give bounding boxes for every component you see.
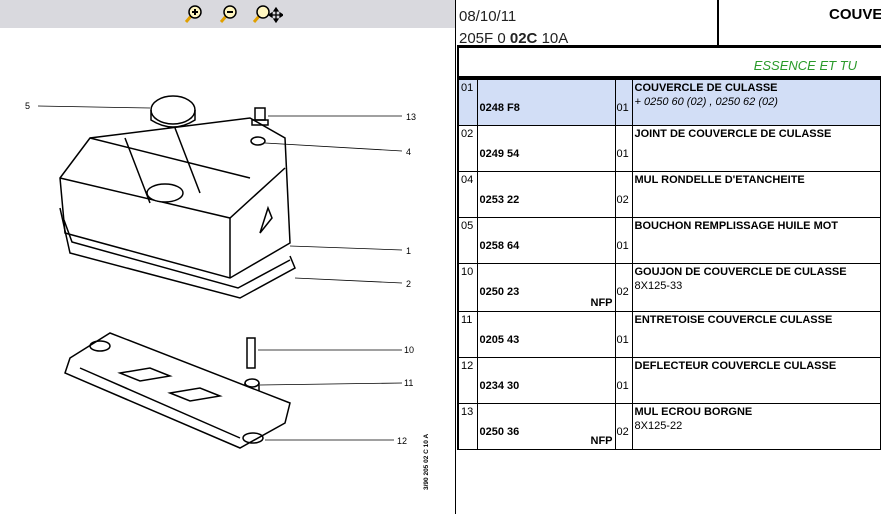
- quantity: 02: [614, 263, 633, 312]
- callout-1: 1: [406, 246, 411, 256]
- code-suffix: 10A: [537, 30, 569, 47]
- description-note: + 0250 60 (02) , 0250 62 (02): [634, 96, 778, 108]
- part-ref-text: 0258 64: [479, 240, 520, 252]
- description-title: MUL ECROU BORGNE: [634, 406, 753, 418]
- page-title: COUVE: [829, 6, 881, 23]
- description: MUL ECROU BORGNE 8X125-22: [631, 403, 881, 450]
- description-note: 8X125-22: [634, 420, 683, 432]
- part-reference[interactable]: 0258 64: [476, 217, 616, 264]
- diagram-stamp: 3/90 205 02 C 10 A: [423, 434, 430, 490]
- part-reference[interactable]: 0234 30: [476, 357, 616, 404]
- deflector: [64, 332, 291, 449]
- parts-table: 01 0248 F8 01 COUVERCLE DE CULASSE + 0250…: [457, 79, 881, 450]
- code-prefix: 205F 0: [459, 30, 510, 47]
- oil-filler-cap: [150, 95, 196, 125]
- diagram-panel: 5 13 4 1 2 10 11 12 3/90 205 02 C 10 A: [0, 0, 456, 514]
- zoom-in-icon: [184, 5, 202, 23]
- part-reference[interactable]: 0250 23 NFP: [476, 263, 616, 312]
- description-title: JOINT DE COUVERCLE DE CULASSE: [634, 128, 832, 140]
- callout-11: 11: [404, 378, 413, 388]
- description-title: DEFLECTEUR COUVERCLE CULASSE: [634, 360, 837, 372]
- nfp-flag: NFP: [590, 435, 613, 447]
- part-reference[interactable]: 0248 F8: [476, 79, 616, 126]
- quantity: 02: [614, 171, 633, 218]
- part-reference[interactable]: 0249 54: [476, 125, 616, 172]
- item-number: 13: [457, 403, 478, 450]
- description: GOUJON DE COUVERCLE DE CULASSE 8X125-33: [631, 263, 881, 312]
- quantity: 01: [614, 125, 633, 172]
- callout-10: 10: [404, 345, 414, 355]
- zoom-pan-icon: [252, 5, 283, 24]
- part-ref-text: 0234 30: [479, 380, 520, 392]
- engine-type: ESSENCE ET TU: [457, 48, 881, 79]
- quantity: 01: [614, 357, 633, 404]
- description: ENTRETOISE COUVERCLE CULASSE: [631, 311, 881, 358]
- description-title: ENTRETOISE COUVERCLE CULASSE: [634, 314, 833, 326]
- description: JOINT DE COUVERCLE DE CULASSE: [631, 125, 881, 172]
- description-title: BOUCHON REMPLISSAGE HUILE MOT: [634, 220, 839, 232]
- description-note: 8X125-33: [634, 280, 683, 292]
- quantity: 01: [614, 217, 633, 264]
- zoom-out-button[interactable]: [218, 4, 238, 24]
- parts-list-panel: 08/10/11 205F 0 02C 10A COUVE ESSENCE ET…: [457, 0, 881, 514]
- item-number: 01: [457, 79, 478, 126]
- description-title: COUVERCLE DE CULASSE: [634, 82, 778, 94]
- code-group: 02C: [509, 30, 538, 47]
- description: DEFLECTEUR COUVERCLE CULASSE: [631, 357, 881, 404]
- description-title: GOUJON DE COUVERCLE DE CULASSE: [634, 266, 847, 278]
- table-row[interactable]: 12 0234 30 01 DEFLECTEUR COUVERCLE CULAS…: [457, 357, 881, 404]
- callout-13: 13: [406, 112, 416, 122]
- part-ref-text: 0250 36: [479, 426, 520, 438]
- description: COUVERCLE DE CULASSE + 0250 60 (02) , 025…: [631, 79, 881, 126]
- part-ref-text: 0250 23: [479, 286, 520, 298]
- table-row[interactable]: 13 0250 36 NFP 02 MUL ECROU BORGNE 8X125-2…: [457, 403, 881, 450]
- callout-5: 5: [25, 101, 30, 111]
- callout-12: 12: [397, 436, 407, 446]
- description: MUL RONDELLE D'ETANCHEITE: [631, 171, 881, 218]
- item-number: 05: [457, 217, 478, 264]
- model-code: 205F 0 02C 10A: [459, 28, 715, 50]
- table-row[interactable]: 11 0205 43 01 ENTRETOISE COUVERCLE CULAS…: [457, 311, 881, 358]
- quantity: 01: [614, 311, 633, 358]
- table-row[interactable]: 05 0258 64 01 BOUCHON REMPLISSAGE HUILE …: [457, 217, 881, 264]
- item-number: 11: [457, 311, 478, 358]
- part-ref-text: 0253 22: [479, 194, 520, 206]
- item-number: 02: [457, 125, 478, 172]
- date: 08/10/11: [459, 8, 517, 25]
- callout-2: 2: [406, 279, 411, 289]
- item-number: 12: [457, 357, 478, 404]
- quantity: 01: [614, 79, 633, 126]
- nfp-flag: NFP: [590, 297, 613, 309]
- gasket: [59, 207, 296, 299]
- part-ref-text: 0249 54: [479, 148, 520, 160]
- part-ref-text: 0248 F8: [479, 102, 520, 114]
- table-row[interactable]: 02 0249 54 01 JOINT DE COUVERCLE DE CULA…: [457, 125, 881, 172]
- zoom-pan-button[interactable]: [251, 4, 283, 24]
- header: 08/10/11 205F 0 02C 10A COUVE: [457, 0, 881, 48]
- part-reference[interactable]: 0253 22: [476, 171, 616, 218]
- table-row[interactable]: 04 0253 22 02 MUL RONDELLE D'ETANCHEITE: [457, 171, 881, 218]
- zoom-toolbar: [0, 0, 455, 28]
- part-reference[interactable]: 0250 36 NFP: [476, 403, 616, 450]
- exploded-parts-diagram: 5 13 4 1 2 10 11 12 3/90 205 02 C 10 A: [25, 95, 430, 490]
- description-title: MUL RONDELLE D'ETANCHEITE: [634, 174, 805, 186]
- table-row[interactable]: 10 0250 23 NFP 02 GOUJON DE COUVERCLE DE …: [457, 263, 881, 312]
- callout-4: 4: [406, 147, 411, 157]
- item-number: 04: [457, 171, 478, 218]
- zoom-in-button[interactable]: [183, 4, 203, 24]
- quantity: 02: [614, 403, 633, 450]
- part-reference[interactable]: 0205 43: [476, 311, 616, 358]
- part-ref-text: 0205 43: [479, 334, 520, 346]
- table-row[interactable]: 01 0248 F8 01 COUVERCLE DE CULASSE + 0250…: [457, 79, 881, 126]
- description: BOUCHON REMPLISSAGE HUILE MOT: [631, 217, 881, 264]
- zoom-out-icon: [219, 5, 237, 23]
- item-number: 10: [457, 263, 478, 312]
